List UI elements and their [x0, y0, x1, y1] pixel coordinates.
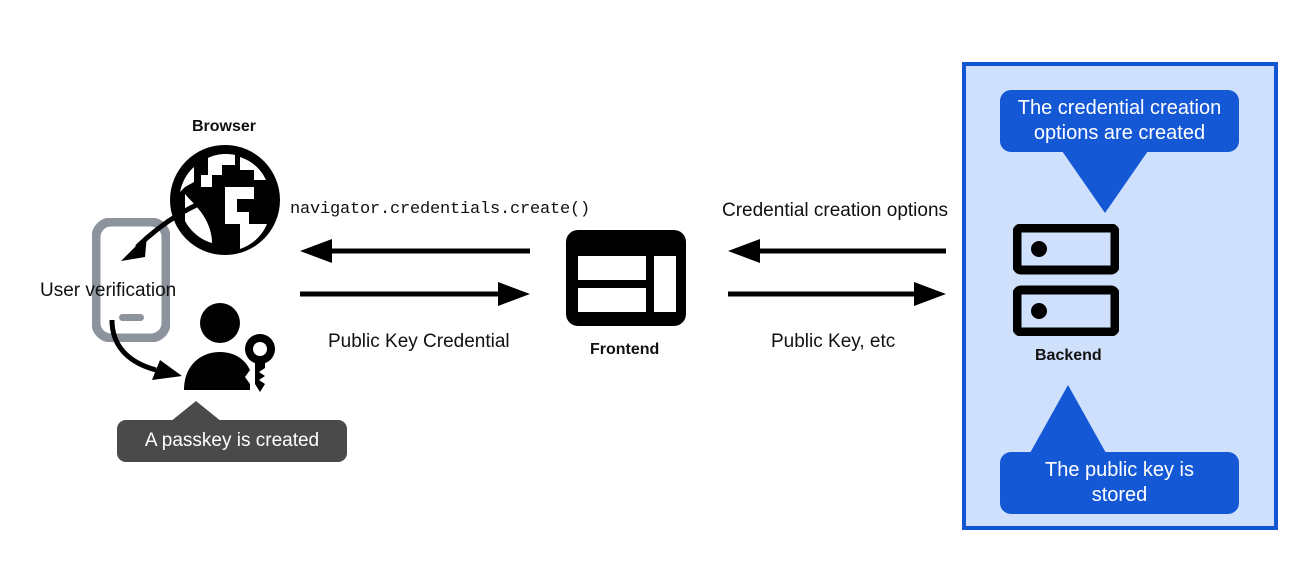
credential-creation-options-arrow	[728, 238, 946, 264]
browser-label: Browser	[192, 118, 257, 135]
public-key-etc-arrow	[728, 281, 946, 307]
credential-options-callout: The credential creation options are crea…	[1000, 90, 1239, 152]
public-key-credential-label: Public Key Credential	[328, 331, 510, 352]
public-key-credential-arrow	[300, 281, 530, 307]
callout-line: stored	[1091, 484, 1148, 506]
public-key-stored-callout: The public key is stored	[1000, 452, 1239, 514]
public-key-stored-callout-tail	[1030, 385, 1106, 453]
frontend-label: Frontend	[590, 341, 660, 358]
user-verification-label: User verification	[40, 280, 177, 301]
navigator-create-arrow	[300, 238, 530, 264]
curved-arrow-browser-to-phone	[95, 185, 235, 275]
navigator-create-arrow-label: navigator.credentials.create()	[290, 200, 591, 219]
credential-options-callout-text: The credential creation options are crea…	[1018, 96, 1221, 146]
callout-line: options are created	[1033, 122, 1206, 144]
window-layout-icon	[566, 230, 686, 326]
passkey-tooltip-tail	[170, 401, 222, 422]
callout-line: The credential creation	[1017, 97, 1222, 120]
public-key-etc-label: Public Key, etc	[771, 331, 896, 352]
callout-line: The public key is	[1045, 459, 1194, 482]
credential-options-callout-tail	[1062, 151, 1148, 213]
curved-arrow-phone-to-user	[108, 318, 208, 390]
backend-label: Backend	[1035, 347, 1102, 364]
credential-creation-options-label: Credential creation options	[722, 200, 949, 221]
server-rack-icon	[1012, 223, 1120, 337]
smartphone-icon	[91, 217, 171, 343]
person-with-key-icon	[182, 302, 286, 394]
public-key-stored-callout-text: The public key is stored	[1045, 458, 1194, 508]
passkey-tooltip: A passkey is created	[117, 420, 347, 462]
